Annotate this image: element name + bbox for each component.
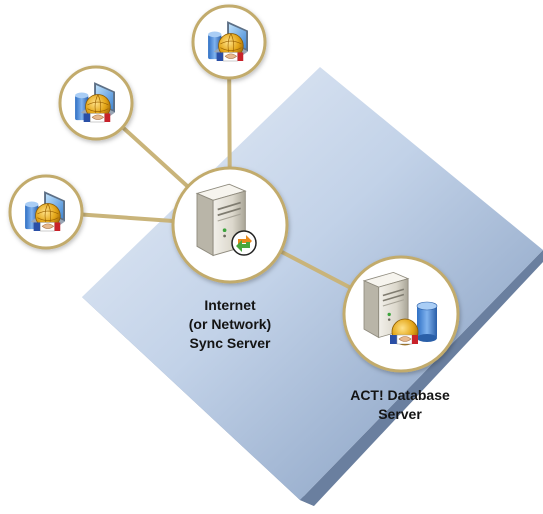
sync-server-label-line-1: Internet <box>204 297 256 313</box>
database-server-node <box>342 255 460 373</box>
network-platform <box>82 67 543 506</box>
sync-server-label: Internet (or Network) Sync Server <box>170 296 290 353</box>
client-node-left <box>8 174 84 250</box>
sync-arrows-icon <box>231 230 257 256</box>
client-node-top <box>191 4 267 80</box>
database-cylinder-icon <box>416 301 438 342</box>
sync-server-label-line-2: (or Network) <box>188 316 272 332</box>
database-server-label-line-2: Server <box>378 406 422 422</box>
handshake-globe-icon <box>390 318 419 346</box>
sync-server-label-line-3: Sync Server <box>189 335 271 351</box>
client-node-upper-left <box>58 65 134 141</box>
database-server-label: ACT! Database Server <box>325 386 475 424</box>
sync-server-node <box>171 166 289 284</box>
database-server-label-line-1: ACT! Database <box>350 387 450 403</box>
